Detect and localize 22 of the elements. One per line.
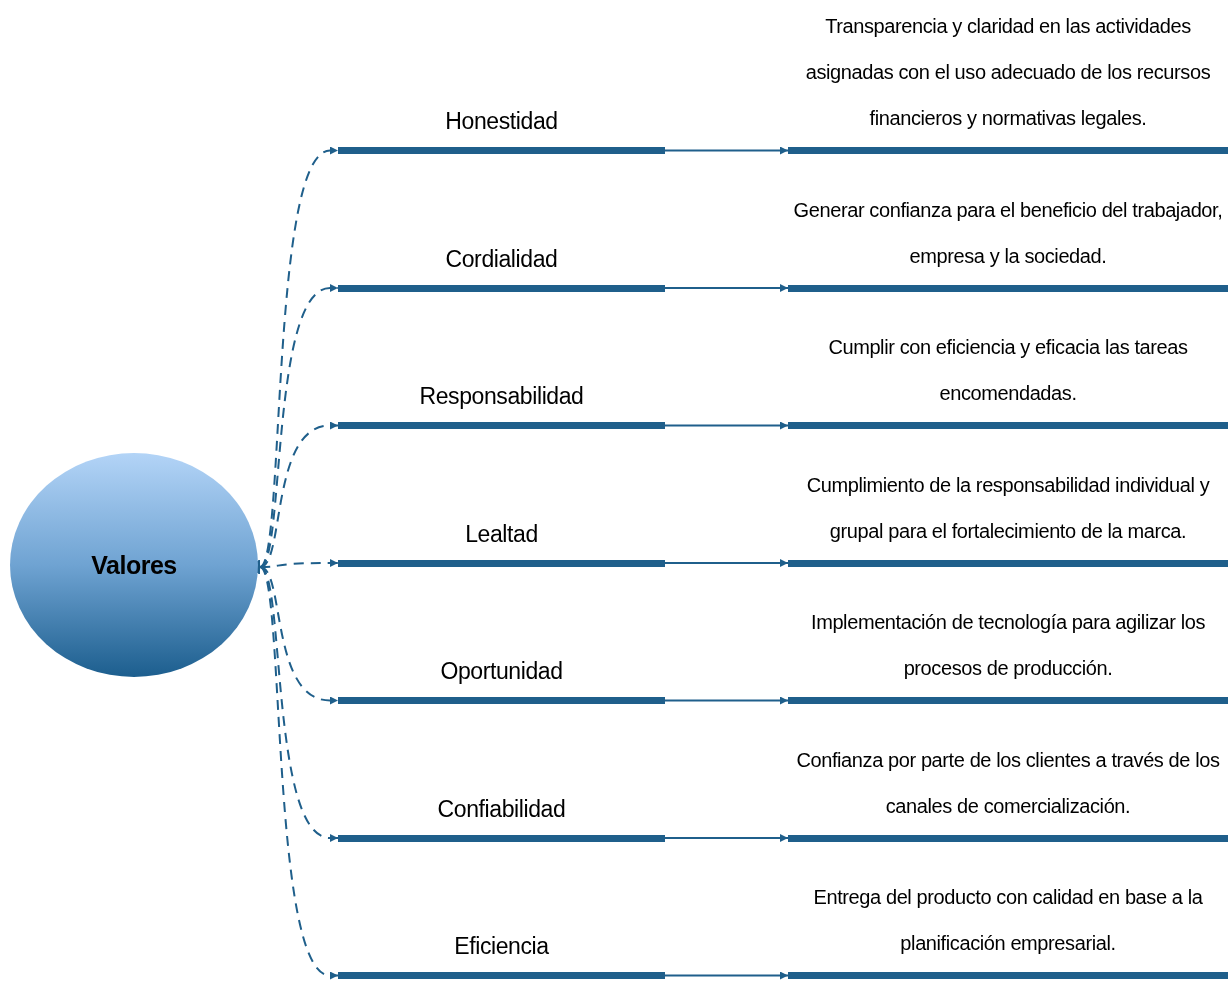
arrow [664, 971, 789, 980]
value-label: Responsabilidad [418, 382, 585, 410]
arrow [664, 834, 789, 842]
description-text: Generar confianza para el beneficio del trabajador, empresa y la sociedad. [792, 197, 1224, 269]
arrow [664, 284, 789, 292]
arrow [664, 696, 789, 705]
value-label: Lealtad [464, 519, 539, 548]
value-label: Oportunidad [439, 657, 564, 685]
arrow [664, 146, 789, 155]
description-text: Cumplir con eficiencia y eficacia las tareas encomendadas. [827, 335, 1189, 406]
description-text: Transparencia y claridad en las actividades asignadas con el uso adecuado de los recursos financieros y normativas legales. [804, 14, 1212, 131]
value-label: Confiabilidad [436, 794, 567, 823]
arrow [664, 421, 789, 430]
value-label: Eficiencia [453, 932, 550, 960]
description-text: Cumplimiento de la responsabilidad individual y grupal para el fortalecimiento de la marca. [805, 472, 1211, 544]
description-text: Confianza por parte de los clientes a través de los canales de comercialización. [795, 747, 1221, 819]
arrow [664, 559, 789, 567]
description-text: Implementación de tecnología para agilizar los procesos de producción. [809, 610, 1207, 681]
value-label: Honestidad [444, 107, 559, 135]
node-title: Valores [91, 550, 177, 580]
value-label: Cordialidad [444, 244, 559, 273]
description-text: Entrega del producto con calidad en base a la planificación empresarial. [812, 885, 1204, 956]
